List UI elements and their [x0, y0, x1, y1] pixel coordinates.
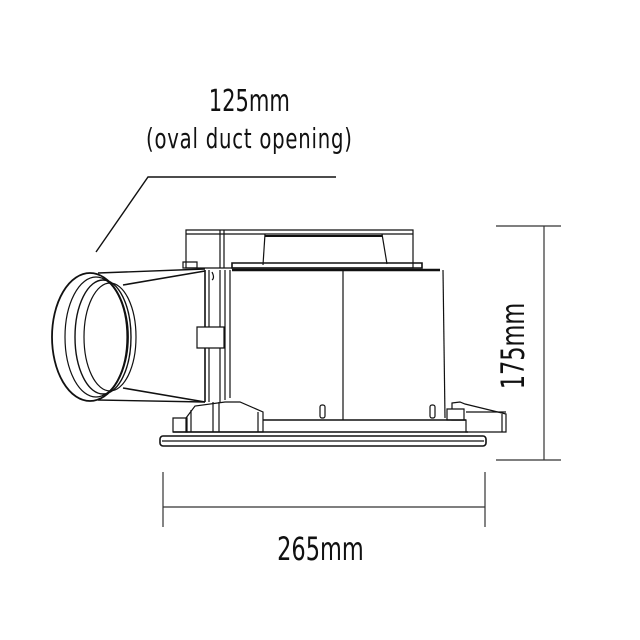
- height-dimension-label: 175mm: [494, 302, 532, 390]
- duct-cone: [98, 269, 205, 402]
- oval-duct-opening: [52, 273, 136, 401]
- motor-cover: [186, 230, 440, 270]
- width-dimension-label: 265mm: [277, 530, 364, 568]
- height-dimension: [496, 226, 561, 460]
- duct-note-label: (oval duct opening): [146, 122, 353, 155]
- spigot-column: [183, 262, 224, 402]
- duct-size-label: 125mm: [208, 84, 290, 119]
- grille-flange: [160, 420, 486, 446]
- main-body: [225, 270, 445, 420]
- left-clip-bracket: [173, 402, 263, 432]
- mounting-pins: [320, 405, 435, 418]
- duct-leader-line: [96, 177, 336, 252]
- width-dimension: [163, 472, 485, 527]
